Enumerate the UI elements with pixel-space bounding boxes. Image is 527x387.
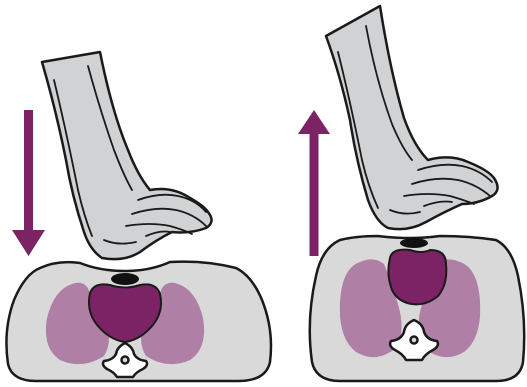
sternum bbox=[111, 273, 139, 285]
decompression-panel bbox=[298, 6, 524, 381]
compressed-chest bbox=[6, 262, 271, 381]
compression-panel bbox=[6, 52, 271, 381]
decompression-arrow-icon bbox=[298, 110, 330, 256]
expanded-chest bbox=[310, 236, 524, 381]
sternum bbox=[400, 238, 428, 248]
decompression-arm bbox=[326, 6, 498, 229]
heart bbox=[388, 250, 446, 305]
compression-arrow-icon bbox=[12, 110, 45, 256]
compression-arm bbox=[42, 52, 212, 259]
